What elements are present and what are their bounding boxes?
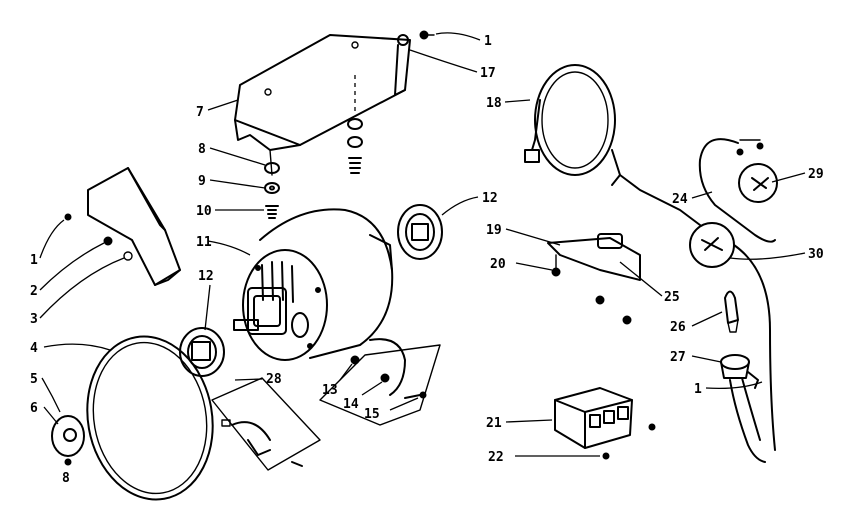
label-13: 13 xyxy=(322,383,338,398)
label-11: 11 xyxy=(196,235,212,250)
label-1-top: 1 xyxy=(484,34,492,49)
label-14: 14 xyxy=(343,397,359,412)
label-1-right: 1 xyxy=(694,382,702,397)
label-3: 3 xyxy=(30,312,38,327)
label-6: 6 xyxy=(30,401,38,416)
label-25: 25 xyxy=(664,290,680,305)
label-20: 20 xyxy=(490,257,506,272)
label-8: 8 xyxy=(198,142,206,157)
capacitor-bracket xyxy=(319,338,441,426)
wiring-kit-28 xyxy=(211,377,321,471)
label-8-bottom: 8 xyxy=(62,471,70,486)
terminal-block xyxy=(554,387,656,460)
drive-belt xyxy=(86,335,214,501)
label-1-left: 1 xyxy=(30,253,38,268)
label-19: 19 xyxy=(486,223,502,238)
label-26: 26 xyxy=(670,320,686,335)
label-21: 21 xyxy=(486,416,502,431)
lamp-bulb xyxy=(724,290,739,333)
pulley-right xyxy=(397,204,443,260)
label-27: 27 xyxy=(670,350,686,365)
label-5: 5 xyxy=(30,372,38,387)
side-plate xyxy=(64,167,181,286)
label-4: 4 xyxy=(30,341,38,356)
label-29: 29 xyxy=(808,167,824,182)
mounting-bracket xyxy=(234,34,411,176)
label-30: 30 xyxy=(808,247,824,262)
screw-1-top xyxy=(419,30,435,40)
label-17: 17 xyxy=(480,66,496,81)
washer-stack-center xyxy=(347,75,363,174)
label-22: 22 xyxy=(488,450,504,465)
label-24: 24 xyxy=(672,192,688,207)
wire-harness xyxy=(689,138,778,451)
label-9: 9 xyxy=(198,174,206,189)
label-10: 10 xyxy=(196,204,212,219)
power-cord xyxy=(524,64,701,226)
label-28: 28 xyxy=(266,372,282,387)
part-labels: 1 17 7 8 9 10 11 12 12 1 2 3 4 5 6 8 28 … xyxy=(30,34,824,486)
label-15: 15 xyxy=(364,407,380,422)
pulley-left xyxy=(179,327,225,377)
switch-bracket xyxy=(547,233,641,325)
motor xyxy=(233,208,394,361)
label-12-right: 12 xyxy=(482,191,498,206)
label-18: 18 xyxy=(486,96,502,111)
label-12-left: 12 xyxy=(198,269,214,284)
leader-lines xyxy=(39,32,806,457)
drive-pulley xyxy=(51,415,85,466)
label-2: 2 xyxy=(30,284,38,299)
label-7: 7 xyxy=(196,105,204,120)
lamp-socket xyxy=(720,354,766,463)
